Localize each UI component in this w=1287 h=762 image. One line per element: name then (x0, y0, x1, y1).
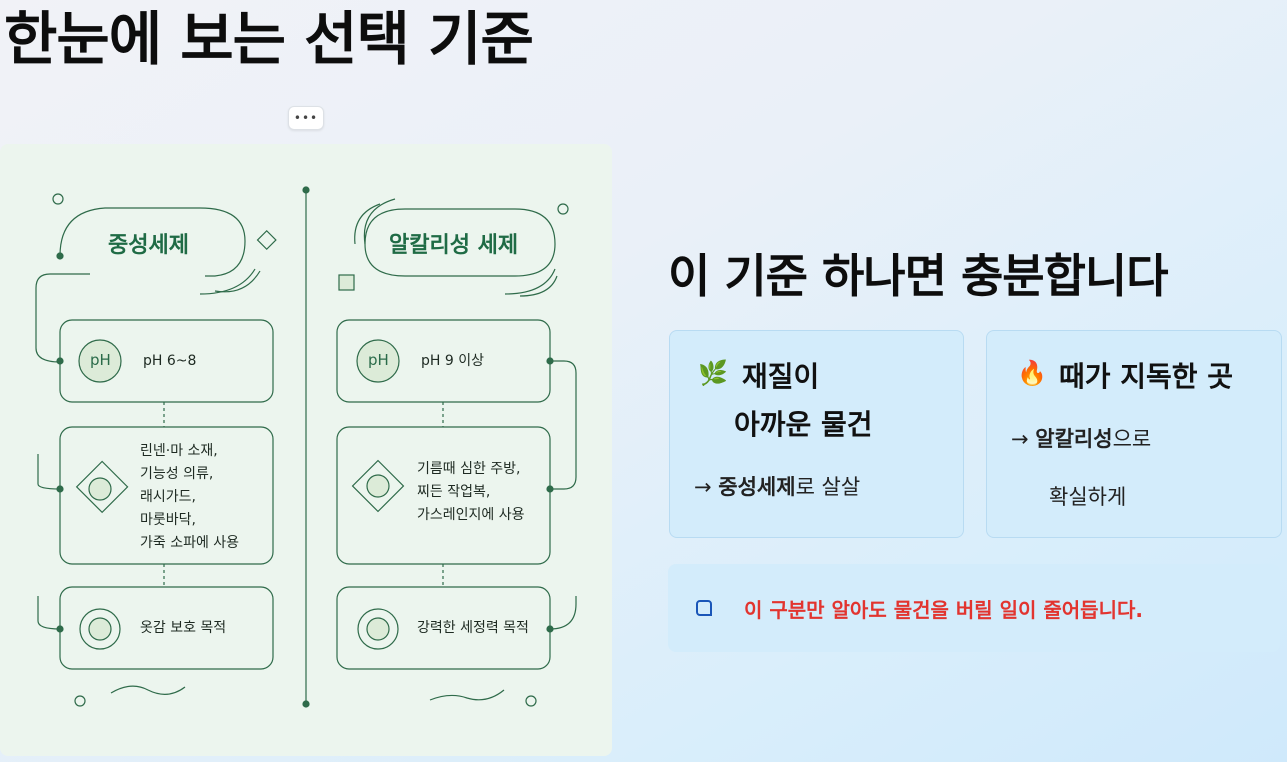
neutral-detergent-title: 중성세제 (108, 233, 189, 258)
herb-icon: 🌿 (698, 359, 728, 387)
neutral-ph-range: pH 6~8 (143, 353, 197, 369)
detergent-infographic: 중성세제 알칼리성 세제 pH pH 6~8 린넨·마 소재, 기능성 의류, … (0, 144, 612, 756)
card-recommendation-extra: 확실하게 (1049, 485, 1127, 509)
neutral-uses: 린넨·마 소재, 기능성 의류, 래시가드, 마룻바닥, 가죽 소파에 사용 (140, 443, 240, 551)
ph-icon: pH (368, 351, 389, 369)
alkaline-uses: 기름때 심한 주방, 찌든 작업복, 가스레인지에 사용 (417, 461, 525, 523)
neutral-tip-card: 🌿 재질이 아까운 물건 → 중성세제로 살살 (669, 330, 964, 538)
summary-note: 이 구분만 알아도 물건을 버릴 일이 줄어듭니다. (668, 564, 1280, 652)
card-title: 때가 지독한 곳 (1059, 360, 1234, 393)
card-recommendation: → 중성세제로 살살 (694, 475, 861, 499)
alkaline-ph-range: pH 9 이상 (421, 353, 484, 369)
ph-icon: pH (90, 351, 111, 369)
card-title-line2: 아까운 물건 (734, 408, 873, 441)
fire-icon: 🔥 (1017, 359, 1047, 387)
neutral-purpose: 옷감 보호 목적 (140, 620, 227, 636)
card-recommendation: → 알칼리성으로 (1011, 427, 1152, 451)
alkaline-detergent-title: 알칼리성 세제 (389, 233, 519, 258)
note-text: 이 구분만 알아도 물건을 버릴 일이 줄어듭니다. (744, 598, 1143, 622)
more-options-button[interactable]: ••• (288, 106, 324, 130)
page-title: 한눈에 보는 선택 기준 (4, 5, 534, 73)
card-title-line1: 재질이 (742, 360, 820, 393)
infographic-drawing (35, 186, 577, 708)
sticky-note-icon (696, 600, 712, 616)
alkaline-purpose: 강력한 세정력 목적 (417, 620, 529, 636)
alkaline-tip-card: 🔥 때가 지독한 곳 → 알칼리성으로 확실하게 (986, 330, 1282, 538)
section-heading: 이 기준 하나면 충분합니다 (668, 249, 1169, 303)
